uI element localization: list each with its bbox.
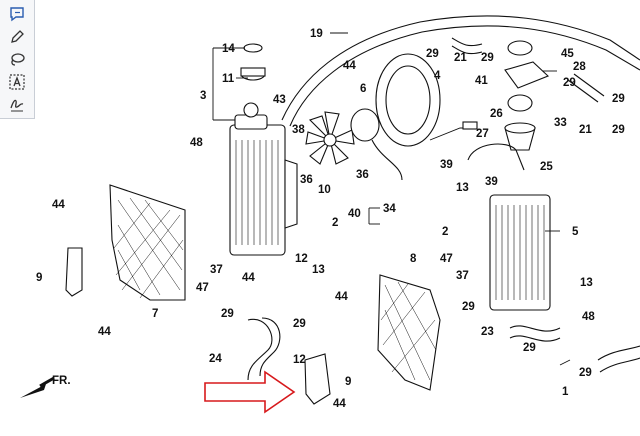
part-label-43: 43	[273, 94, 286, 106]
text-box-icon[interactable]	[7, 72, 27, 92]
part-label-39-a: 39	[440, 159, 453, 171]
part-label-36-a: 36	[300, 174, 313, 186]
part-label-44-d: 44	[335, 291, 348, 303]
part-label-4: 4	[434, 70, 441, 82]
part-label-8: 8	[410, 253, 417, 265]
part-label-29-b: 29	[481, 52, 494, 64]
part-label-13-c: 13	[580, 277, 593, 289]
part-label-12-b: 12	[293, 354, 306, 366]
part-number-labels: 14 11 3 43 19 44 6 4 29 21 29 45 41 28 2…	[36, 28, 625, 410]
part-label-12-a: 12	[295, 253, 308, 265]
part-label-29-d: 29	[612, 93, 625, 105]
part-label-45: 45	[561, 48, 574, 60]
part-label-44-b: 44	[52, 199, 65, 211]
comment-icon[interactable]	[7, 4, 27, 24]
part-label-37-b: 37	[456, 270, 469, 282]
part-label-29-h: 29	[293, 318, 306, 330]
part-label-41: 41	[475, 75, 488, 87]
radiator-cap	[240, 43, 266, 81]
pen-icon[interactable]	[7, 27, 27, 47]
part-label-24: 24	[209, 353, 222, 365]
part-label-28: 28	[573, 61, 586, 73]
part-label-14: 14	[222, 43, 235, 55]
part-label-37-a: 37	[210, 264, 223, 276]
part-label-13-a: 13	[456, 182, 469, 194]
part-label-10: 10	[318, 184, 331, 196]
part-label-26: 26	[490, 108, 503, 120]
callout-arrow	[204, 370, 296, 414]
leader-lines	[212, 32, 571, 366]
fan-shroud	[375, 53, 478, 147]
front-label: FR.	[52, 375, 71, 387]
thermostat-assembly	[504, 40, 550, 151]
part-label-1: 1	[562, 386, 569, 398]
part-label-38: 38	[292, 124, 305, 136]
coolant-hoses	[247, 37, 640, 381]
part-label-21-b: 21	[579, 124, 592, 136]
front-direction-indicator: FR.	[20, 375, 71, 398]
part-label-21-a: 21	[454, 52, 467, 64]
part-label-25: 25	[540, 161, 553, 173]
part-label-23: 23	[481, 326, 494, 338]
signature-icon[interactable]	[7, 94, 27, 114]
part-label-29-c: 29	[563, 77, 576, 89]
part-label-3: 3	[200, 90, 206, 102]
part-label-29-g: 29	[221, 308, 234, 320]
part-label-40: 40	[348, 208, 361, 220]
right-radiator	[489, 194, 551, 311]
part-label-44-f: 44	[333, 398, 346, 410]
part-label-44-a: 44	[343, 60, 356, 72]
part-label-36-b: 36	[356, 169, 369, 181]
left-shroud-grille	[109, 184, 186, 301]
left-radiator	[229, 102, 298, 256]
part-label-47-b: 47	[196, 282, 209, 294]
mounting-brackets	[65, 247, 331, 405]
part-label-9-a: 9	[36, 272, 42, 284]
part-label-2-b: 2	[442, 226, 448, 238]
part-label-13-b: 13	[312, 264, 325, 276]
part-label-6: 6	[360, 83, 366, 95]
right-shroud-grille	[377, 274, 441, 391]
part-label-33: 33	[554, 117, 567, 129]
part-label-7: 7	[152, 308, 158, 320]
part-label-44-e: 44	[98, 326, 111, 338]
part-label-19: 19	[310, 28, 323, 40]
part-label-5: 5	[572, 226, 579, 238]
part-label-39-b: 39	[485, 176, 498, 188]
part-label-44-c: 44	[242, 272, 255, 284]
part-label-29-e: 29	[612, 124, 625, 136]
part-label-29-i: 29	[523, 342, 536, 354]
lasso-icon[interactable]	[7, 50, 27, 70]
part-label-11: 11	[222, 73, 235, 85]
cooling-fan	[305, 108, 403, 181]
part-label-47-a: 47	[440, 253, 453, 265]
part-label-29-a: 29	[426, 48, 439, 60]
part-label-2-a: 2	[332, 217, 338, 229]
part-label-29-j: 29	[579, 367, 592, 379]
long-upper-hose	[281, 15, 640, 127]
part-label-27: 27	[476, 128, 489, 140]
part-label-9-b: 9	[345, 376, 351, 388]
part-label-48-b: 48	[582, 311, 595, 323]
annotation-toolbar	[0, 0, 35, 119]
part-label-29-f: 29	[462, 301, 475, 313]
part-label-48-a: 48	[190, 137, 203, 149]
part-label-34: 34	[383, 203, 396, 215]
